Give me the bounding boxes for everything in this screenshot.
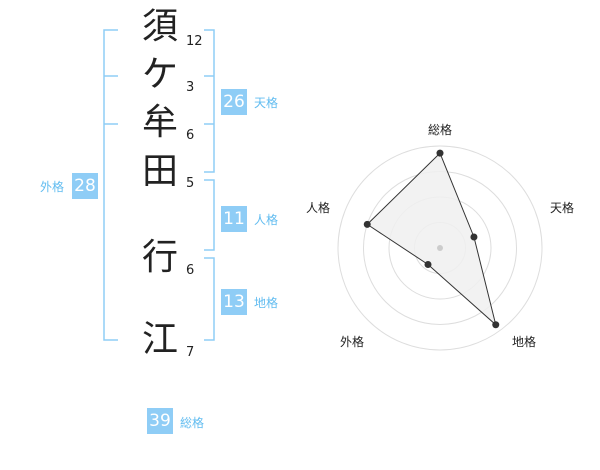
radar-label-jinkaku: 人格 (305, 201, 330, 215)
radar-label-soukaku: 総格 (427, 123, 452, 137)
radar-center-dot (437, 245, 443, 251)
stroke-count-1: 12 (186, 34, 203, 49)
name-char-2: ケ (141, 54, 178, 95)
radar-label-gaikaku: 外格 (339, 335, 364, 349)
name-char-3: 牟 (141, 102, 178, 143)
jinkaku-badge: 11 (221, 206, 247, 232)
radar-point-3 (492, 321, 500, 329)
chikaku-badge: 13 (221, 289, 247, 315)
radar-polygon (366, 152, 497, 327)
radar-point-4 (424, 261, 432, 269)
radar-point-1 (436, 149, 444, 157)
radar-label-chikaku: 地格 (511, 335, 536, 349)
gaikaku-badge: 28 (72, 173, 98, 199)
stroke-count-6: 7 (186, 345, 195, 360)
tenkaku-badge: 26 (221, 89, 247, 115)
name-char-5: 行 (141, 237, 178, 278)
gaikaku-label: 外格 (40, 180, 65, 194)
name-char-4: 田 (141, 151, 178, 192)
radar-point-2 (470, 233, 478, 241)
soukaku-label: 総格 (180, 416, 205, 430)
stroke-count-5: 6 (186, 263, 195, 278)
chikaku-label: 地格 (254, 296, 279, 310)
jinkaku-label: 人格 (254, 213, 279, 227)
name-char-1: 須 (141, 6, 178, 47)
stroke-count-4: 5 (186, 176, 195, 191)
stroke-count-3: 6 (186, 128, 195, 143)
radar-label-tenkaku: 天格 (549, 201, 574, 215)
soukaku-badge: 39 (147, 408, 173, 434)
stroke-count-2: 3 (186, 80, 195, 95)
name-char-6: 江 (141, 319, 178, 360)
radar-point-5 (363, 220, 371, 228)
radar-ring-4 (337, 145, 543, 351)
tenkaku-label: 天格 (254, 96, 279, 110)
